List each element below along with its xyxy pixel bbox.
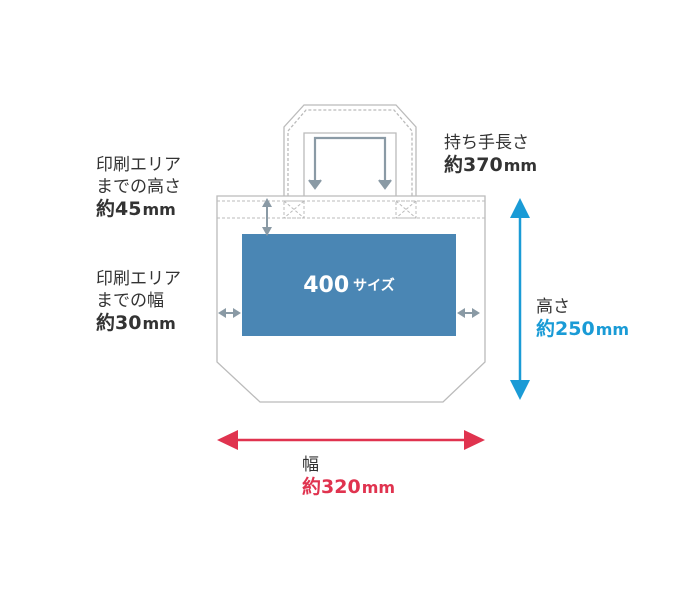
height-line1: 高さ xyxy=(536,297,570,317)
handle-length-line1: 持ち手長さ xyxy=(444,133,529,153)
side-margin-label: 印刷エリア までの幅 約30mm xyxy=(96,268,181,335)
print-area-size: 400 xyxy=(303,272,350,298)
height-arrow xyxy=(510,198,530,400)
top-margin-arrow xyxy=(262,198,272,236)
handle-length-value: 約370mm xyxy=(444,154,538,176)
side-margin-arrow-left xyxy=(218,308,241,318)
print-area xyxy=(242,234,456,336)
width-arrow xyxy=(217,430,485,450)
width-line1: 幅 xyxy=(302,455,319,475)
width-value: 約320mm xyxy=(302,476,396,498)
bag-stitching xyxy=(217,200,485,219)
top-margin-line2: までの高さ xyxy=(96,177,181,197)
top-margin-label: 印刷エリア までの高さ 約45mm xyxy=(96,154,181,221)
print-area-label: 400 サイズ xyxy=(242,234,456,336)
side-margin-line2: までの幅 xyxy=(96,291,164,311)
height-label: 高さ 約250mm xyxy=(536,296,629,341)
side-margin-line1: 印刷エリア xyxy=(96,269,181,289)
side-margin-value: 約30mm xyxy=(96,312,176,334)
print-area-suffix: サイズ xyxy=(353,278,395,294)
width-label: 幅 約320mm xyxy=(302,454,395,499)
top-margin-value: 約45mm xyxy=(96,198,176,220)
height-value: 約250mm xyxy=(536,318,630,340)
handle-length-arrow xyxy=(308,136,392,190)
bag-handle xyxy=(283,104,417,196)
top-margin-line1: 印刷エリア xyxy=(96,155,181,175)
handle-length-label: 持ち手長さ 約370mm xyxy=(444,132,537,177)
side-margin-arrow-right xyxy=(457,308,480,318)
